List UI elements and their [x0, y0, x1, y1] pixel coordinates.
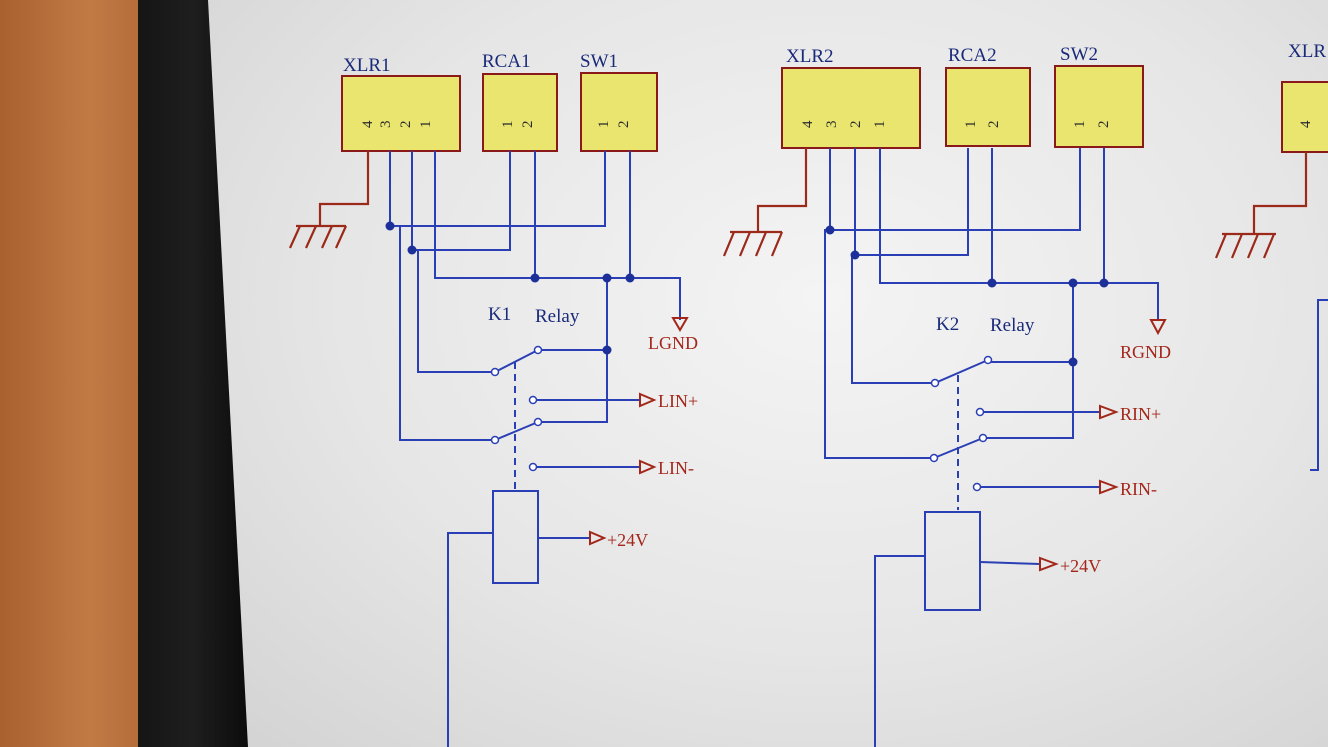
xlr1-pin3: 3 [378, 121, 394, 129]
junction-dot [530, 273, 540, 283]
chassis-ground-icon [722, 148, 808, 257]
xlr1-pin1: 1 [418, 121, 434, 129]
rca2-connector[interactable] [945, 67, 1031, 147]
rca1-pin2: 2 [520, 121, 536, 129]
relay-k2-type: Relay [990, 315, 1035, 336]
junction-dot [625, 273, 635, 283]
wire-xlr1-pin2 [411, 151, 511, 251]
junction-dot [850, 250, 860, 260]
xlr3-pin4: 4 [1298, 120, 1314, 128]
sw1-pin1: 1 [596, 121, 612, 129]
junction-dot [602, 273, 612, 283]
xlr1-label: XLR1 [343, 55, 391, 76]
wire-to-relay-contact2 [390, 225, 495, 441]
sw2-label: SW2 [1060, 44, 1098, 65]
rin-plus-arrow-icon [1099, 404, 1119, 420]
right-block: XLR2 4 3 2 1 RCA2 1 2 SW2 1 2 [722, 44, 1171, 747]
chassis-ground-icon [1214, 152, 1308, 259]
xlr3-connector[interactable] [1281, 81, 1328, 153]
rin-minus-arrow-icon [1099, 479, 1119, 495]
rgnd-arrow-icon [1149, 319, 1167, 336]
relay-k1-type: Relay [535, 306, 580, 327]
sw1-connector[interactable] [580, 72, 658, 152]
wire-xlr1-pin3 [389, 151, 606, 227]
junction-dot [385, 221, 395, 231]
wire-supply-right [979, 561, 1041, 565]
wire-coil2-return [874, 555, 925, 747]
sw2-pin1: 1 [1072, 121, 1088, 129]
lin-minus-net-label: LIN- [658, 458, 694, 478]
rca1-connector[interactable] [482, 73, 558, 152]
xlr2-label: XLR2 [786, 46, 834, 67]
lin-plus-net-label: LIN+ [658, 391, 698, 411]
rca2-pin2: 2 [986, 121, 1002, 129]
junction-dot [825, 225, 835, 235]
wire-gnd-to-relay [538, 278, 608, 423]
supply-arrow-icon [1039, 556, 1059, 572]
xlr2-pin2: 2 [848, 121, 864, 129]
junction-dot [407, 245, 417, 255]
rin-plus-net-label: RIN+ [1120, 404, 1161, 424]
sw2-pin2: 2 [1096, 121, 1112, 129]
supply-net-label-right: +24V [1060, 556, 1101, 576]
wire-xlr2-pin2 [854, 148, 969, 256]
xlr1-pin4: 4 [360, 120, 376, 128]
xlr1-connector[interactable] [341, 75, 461, 152]
junction-dot [602, 345, 612, 355]
junction-dot [987, 278, 997, 288]
lgnd-arrow-icon [671, 317, 689, 332]
wire-to-relay2-contact1 [851, 254, 935, 384]
sw1-label: SW1 [580, 51, 618, 72]
wire-xlr1-pin1-gnd [434, 151, 681, 320]
xlr1-pin2: 2 [398, 121, 414, 129]
rca2-pin1: 1 [963, 121, 979, 129]
xlr2-pin1: 1 [872, 121, 888, 129]
wire-xlr2-pin1-gnd [879, 148, 1159, 320]
rca2-label: RCA2 [948, 45, 997, 66]
xlr2-pin3: 3 [824, 121, 840, 129]
rgnd-net-label: RGND [1120, 342, 1171, 362]
xlr2-connector[interactable] [781, 67, 921, 149]
lin-plus-arrow-icon [639, 392, 657, 408]
rca1-pin1: 1 [500, 121, 516, 129]
relay-k2-coil[interactable] [924, 511, 981, 611]
junction-dot [1068, 357, 1078, 367]
junction-dot [1099, 278, 1109, 288]
xlr3-label: XLR [1288, 41, 1326, 62]
lin-minus-arrow-icon [639, 459, 657, 475]
relay-k1-contacts[interactable] [490, 345, 543, 491]
wire-partial [1310, 299, 1328, 471]
relay-k1-coil[interactable] [492, 490, 539, 584]
relay-k2-contacts[interactable] [929, 355, 993, 511]
left-block: XLR1 4 3 2 1 RCA1 1 2 SW1 1 2 [288, 51, 698, 747]
wire-coil-return [447, 532, 493, 747]
xlr2-pin4: 4 [800, 120, 816, 128]
sw1-pin2: 2 [616, 121, 632, 129]
rca1-label: RCA1 [482, 51, 531, 72]
partial-block: XLR 4 [1214, 41, 1328, 471]
sw2-connector[interactable] [1054, 65, 1144, 148]
wire-xlr2-pin3 [829, 148, 1081, 231]
lgnd-net-label: LGND [648, 333, 698, 353]
wire-to-relay-contact1 [412, 249, 495, 373]
background-wall [0, 0, 150, 747]
relay-k1-ref: K1 [488, 304, 511, 325]
rin-minus-net-label: RIN- [1120, 479, 1157, 499]
wire-gnd-to-relay2 [983, 283, 1074, 439]
relay-k2-ref: K2 [936, 314, 959, 335]
chassis-ground-icon [288, 151, 370, 249]
supply-arrow-icon [589, 530, 607, 546]
junction-dot [1068, 278, 1078, 288]
supply-net-label-left: +24V [607, 530, 648, 550]
